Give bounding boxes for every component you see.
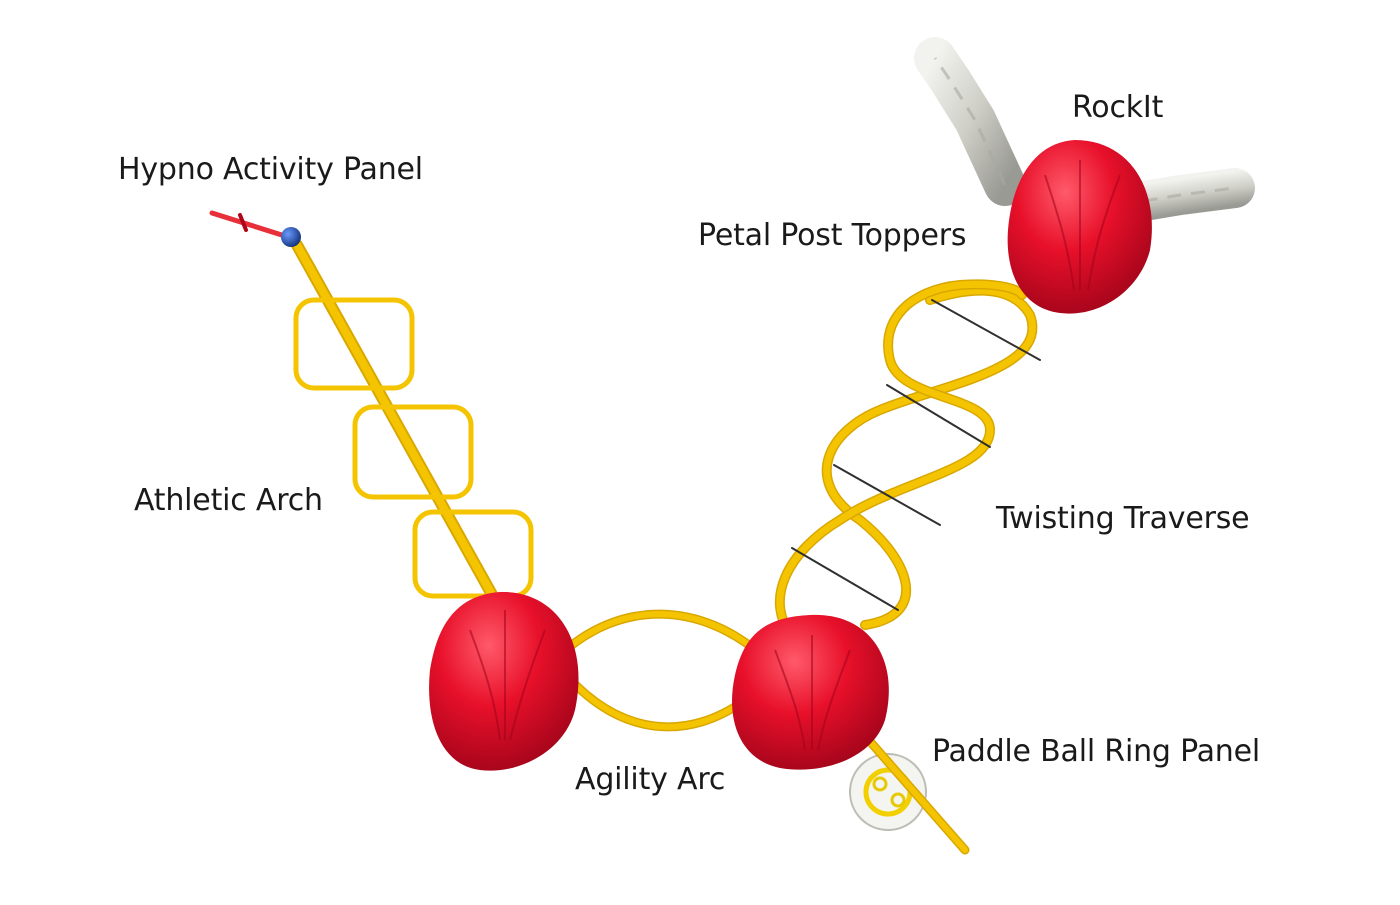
label-petal-post-toppers: Petal Post Toppers [698,218,967,253]
label-athletic-arch: Athletic Arch [134,483,323,518]
paddle-ball-ring-panel [849,753,927,831]
topper-center [732,614,889,770]
label-rockit: RockIt [1072,90,1164,125]
topper-right [1007,140,1152,314]
pipe-structure [291,239,1041,855]
label-hypno-activity-panel: Hypno Activity Panel [118,152,423,187]
label-twisting-traverse: Twisting Traverse [996,501,1250,536]
label-agility-arc: Agility Arc [575,762,726,797]
hypno-activity-panel [209,210,301,247]
petal-post-toppers [429,140,1152,771]
topper-left [429,591,579,771]
label-paddle-ball-ring-panel: Paddle Ball Ring Panel [932,734,1261,769]
